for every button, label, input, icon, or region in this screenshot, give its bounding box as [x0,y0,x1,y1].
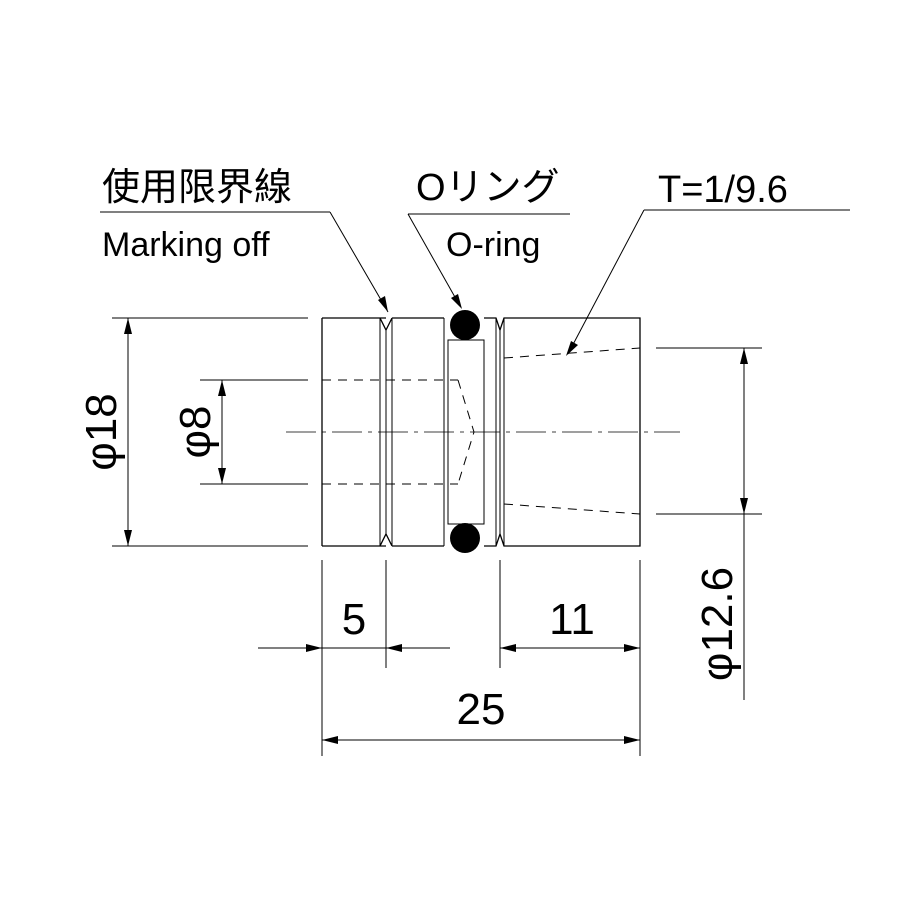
outer-diameter-dim: φ18 [77,393,126,470]
dimension-lines [124,318,748,744]
taper-label: T=1/9.6 [658,169,788,211]
marking-off-label-jp: 使用限界線 [102,167,292,209]
oring-label-en: O-ring [446,226,540,264]
extension-lines [112,317,762,756]
bore-diameter-dim: φ8 [171,405,220,458]
oring-section-bottom [450,523,480,553]
taper-diameter-dim: φ12.6 [693,567,742,681]
leader-lines [100,209,850,356]
taper-length-dim: 11 [549,595,595,644]
marking-offset-dim: 5 [342,595,366,644]
part-body [286,310,680,553]
overall-length-dim: 25 [457,685,506,734]
marking-off-label-en: Marking off [102,226,270,264]
oring-section-top [450,310,480,340]
oring-label-jp: Oリング [416,167,560,209]
